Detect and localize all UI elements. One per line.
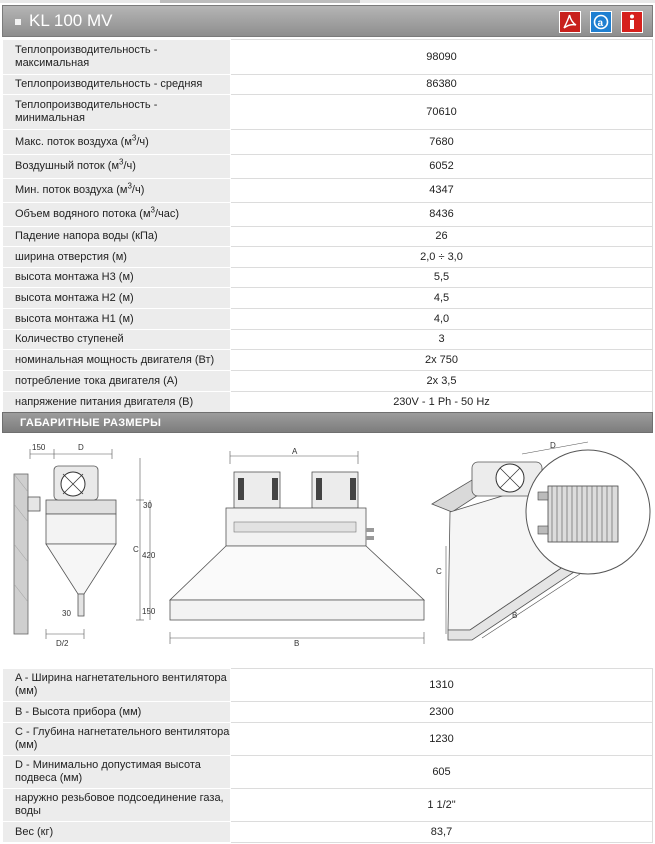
dim-label-420: 420 xyxy=(142,551,156,560)
section-header-dimensions: ГАБАРИТНЫЕ РАЗМЕРЫ xyxy=(2,412,653,433)
spec-row: Объем водяного потока (м3/час)8436 xyxy=(2,202,653,227)
top-strip xyxy=(0,0,655,3)
row-label: Количество ступеней xyxy=(2,329,231,350)
autocad-icon[interactable]: a xyxy=(590,11,612,33)
row-value: 5,5 xyxy=(230,267,653,288)
row-label: номинальная мощность двигателя (Вт) xyxy=(2,349,231,371)
row-value: 1310 xyxy=(230,668,653,702)
row-label: Воздушный поток (м3/ч) xyxy=(2,154,231,179)
row-value: 7680 xyxy=(230,129,653,155)
row-value: 6052 xyxy=(230,154,653,179)
svg-text:a: a xyxy=(598,18,604,29)
spec-row: Воздушный поток (м3/ч)6052 xyxy=(2,154,653,179)
title-bullet xyxy=(15,19,21,25)
dimension-drawing-svg: 150 D 30 D/2 C 30 420 150 A B xyxy=(13,441,651,648)
row-value: 86380 xyxy=(230,74,653,95)
dim-label-d-side: D xyxy=(78,443,84,452)
spec-row: Макс. поток воздуха (м3/ч)7680 xyxy=(2,129,653,155)
dim-label-b-front: B xyxy=(294,639,299,648)
row-value: 8436 xyxy=(230,202,653,227)
row-label: C - Глубина нагнетательного вентилятора … xyxy=(2,722,231,756)
row-value: 4347 xyxy=(230,178,653,203)
row-value: 2,0 ÷ 3,0 xyxy=(230,246,653,268)
spec-row: потребление тока двигателя (А)2x 3,5 xyxy=(2,370,653,392)
row-label: высота монтажа H2 (м) xyxy=(2,287,231,309)
dim-label-c-front: C xyxy=(133,545,139,554)
row-value: 2x 3,5 xyxy=(230,370,653,392)
heat-exchanger-detail xyxy=(537,485,619,543)
spec-row: Мин. поток воздуха (м3/ч)4347 xyxy=(2,178,653,203)
row-value: 70610 xyxy=(230,94,653,130)
row-label: Теплопроизводительность - максимальная xyxy=(2,39,231,75)
row-label: напряжение питания двигателя (В) xyxy=(2,391,231,413)
row-value: 2300 xyxy=(230,701,653,723)
row-label: наружно резьбовое подсоединение газа, во… xyxy=(2,788,231,822)
dimension-row: Вес (кг)83,7 xyxy=(2,821,653,843)
row-label: Макс. поток воздуха (м3/ч) xyxy=(2,129,231,155)
row-value: 4,5 xyxy=(230,287,653,309)
row-label: ширина отверстия (м) xyxy=(2,246,231,268)
row-label: A - Ширина нагнетательного вентилятора (… xyxy=(2,668,231,702)
spec-row: Падение напора воды (кПа)26 xyxy=(2,226,653,247)
dim-label-d-iso: D xyxy=(550,441,556,450)
info-icon[interactable] xyxy=(621,11,643,33)
row-value: 2x 750 xyxy=(230,349,653,371)
dimensions-table: A - Ширина нагнетательного вентилятора (… xyxy=(2,668,653,843)
spec-row: высота монтажа H3 (м)5,5 xyxy=(2,267,653,288)
dim-label-30-side: 30 xyxy=(62,609,71,618)
row-value: 98090 xyxy=(230,39,653,75)
row-label: Падение напора воды (кПа) xyxy=(2,226,231,247)
dimension-drawing: 150 D 30 D/2 C 30 420 150 A B xyxy=(2,434,653,668)
row-label: Мин. поток воздуха (м3/ч) xyxy=(2,178,231,203)
dimension-row: B - Высота прибора (мм)2300 xyxy=(2,701,653,723)
row-label: высота монтажа H3 (м) xyxy=(2,267,231,288)
row-value: 3 xyxy=(230,329,653,350)
row-label: B - Высота прибора (мм) xyxy=(2,701,231,723)
row-value: 230V - 1 Ph - 50 Hz xyxy=(230,391,653,413)
dim-label-a: A xyxy=(292,447,298,456)
row-value: 83,7 xyxy=(230,821,653,843)
title-bar: KL 100 MV a xyxy=(2,5,653,37)
spec-row: ширина отверстия (м)2,0 ÷ 3,0 xyxy=(2,246,653,268)
spec-row: высота монтажа H1 (м)4,0 xyxy=(2,308,653,330)
row-label: D - Минимально допустимая высота подвеса… xyxy=(2,755,231,789)
pdf-icon[interactable] xyxy=(559,11,581,33)
row-label: потребление тока двигателя (А) xyxy=(2,370,231,392)
dimension-row: D - Минимально допустимая высота подвеса… xyxy=(2,755,653,789)
row-label: высота монтажа H1 (м) xyxy=(2,308,231,330)
row-label: Вес (кг) xyxy=(2,821,231,843)
row-value: 4,0 xyxy=(230,308,653,330)
section-title: ГАБАРИТНЫЕ РАЗМЕРЫ xyxy=(20,417,162,429)
dim-label-d2: D/2 xyxy=(56,639,69,648)
spec-row: напряжение питания двигателя (В)230V - 1… xyxy=(2,391,653,413)
dimension-row: наружно резьбовое подсоединение газа, во… xyxy=(2,788,653,822)
page-title: KL 100 MV xyxy=(29,11,113,30)
row-value: 1230 xyxy=(230,722,653,756)
dimension-row: C - Глубина нагнетательного вентилятора … xyxy=(2,722,653,756)
row-label: Объем водяного потока (м3/час) xyxy=(2,202,231,227)
dim-label-30-front: 30 xyxy=(143,501,152,510)
dim-label-150-front: 150 xyxy=(142,607,156,616)
dim-label-b-iso: B xyxy=(512,611,517,620)
dim-label-150: 150 xyxy=(32,443,46,452)
row-value: 1 1/2" xyxy=(230,788,653,822)
row-value: 605 xyxy=(230,755,653,789)
row-label: Теплопроизводительность - средняя xyxy=(2,74,231,95)
row-label: Теплопроизводительность - минимальная xyxy=(2,94,231,130)
spec-row: номинальная мощность двигателя (Вт)2x 75… xyxy=(2,349,653,371)
dimension-row: A - Ширина нагнетательного вентилятора (… xyxy=(2,668,653,702)
dim-label-c-iso: C xyxy=(436,567,442,576)
row-value: 26 xyxy=(230,226,653,247)
spec-row: высота монтажа H2 (м)4,5 xyxy=(2,287,653,309)
